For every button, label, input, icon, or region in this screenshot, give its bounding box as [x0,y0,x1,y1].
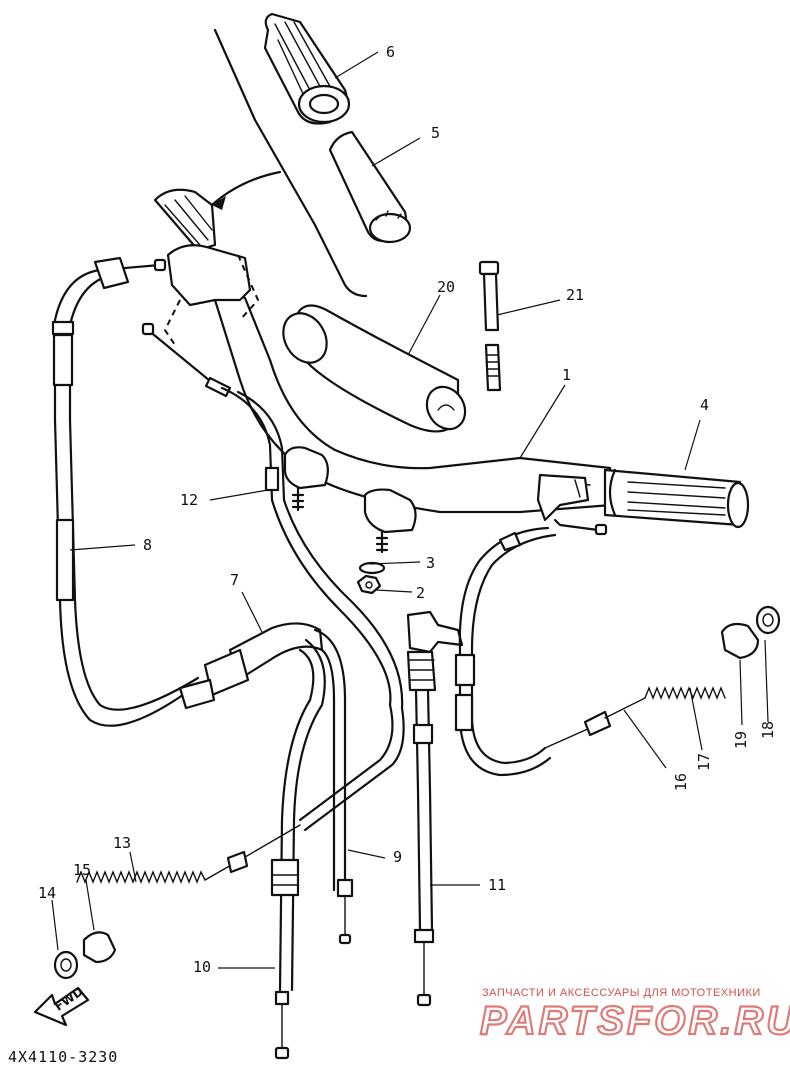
callout-20: 20 [437,278,455,296]
band-21 [478,260,502,392]
left-grip-housing [153,188,260,346]
watermark-tagline: ЗАПЧАСТИ И АКСЕССУАРЫ ДЛЯ МОТОТЕХНИКИ [482,987,761,999]
cable-junction-7 [178,622,354,945]
washer-3 [358,561,386,575]
cap-14 [53,950,79,980]
callout-3: 3 [426,554,435,572]
leader-lines [51,51,769,969]
cap-15 [82,931,117,964]
callout-19: 19 [732,731,750,749]
adjuster-13 [76,824,301,884]
grip-6 [263,12,351,125]
callout-11: 11 [488,876,506,894]
cap-18 [755,605,781,635]
fwd-arrow: FWD [33,984,90,1027]
callout-18: 18 [759,721,777,739]
callout-2: 2 [416,584,425,602]
right-grip-4 [603,468,750,529]
bar-end-weight-20 [282,304,467,433]
callout-9: 9 [393,848,402,866]
upper-holder-right [363,488,417,554]
cap-19 [720,622,760,660]
callout-12: 12 [180,491,198,509]
callout-6: 6 [386,43,395,61]
detail-inset-bracket [210,28,368,298]
cable-10 [270,638,326,1060]
spring-17 [644,686,726,700]
callout-4: 4 [700,396,709,414]
drawing-code: 4X4110-3230 [8,1048,118,1066]
callout-16: 16 [672,773,690,791]
callout-5: 5 [431,124,440,142]
watermark-brand: PARTSFOR.RU [480,999,790,1043]
throttle-cable-12 [141,322,405,832]
callout-17: 17 [695,753,713,771]
inner-sleeve-5 [328,130,412,244]
cable-16 [454,526,646,777]
callout-7: 7 [230,571,239,589]
right-switch-housing [536,473,608,536]
callout-15: 15 [73,861,91,879]
callout-8: 8 [143,536,152,554]
nut-2 [356,574,382,595]
callout-21: 21 [566,286,584,304]
callout-14: 14 [38,884,56,902]
callout-numbers: 6 5 20 21 1 4 3 2 12 8 7 9 11 10 13 15 1… [38,43,777,976]
callout-1: 1 [562,366,571,384]
callout-10: 10 [193,958,211,976]
cable-11 [406,610,464,1007]
callout-13: 13 [113,834,131,852]
clutch-cable-8 [51,256,200,727]
watermark: ЗАПЧАСТИ И АКСЕССУАРЫ ДЛЯ МОТОТЕХНИКИ PA… [479,987,790,1044]
upper-holder-left [283,446,329,512]
